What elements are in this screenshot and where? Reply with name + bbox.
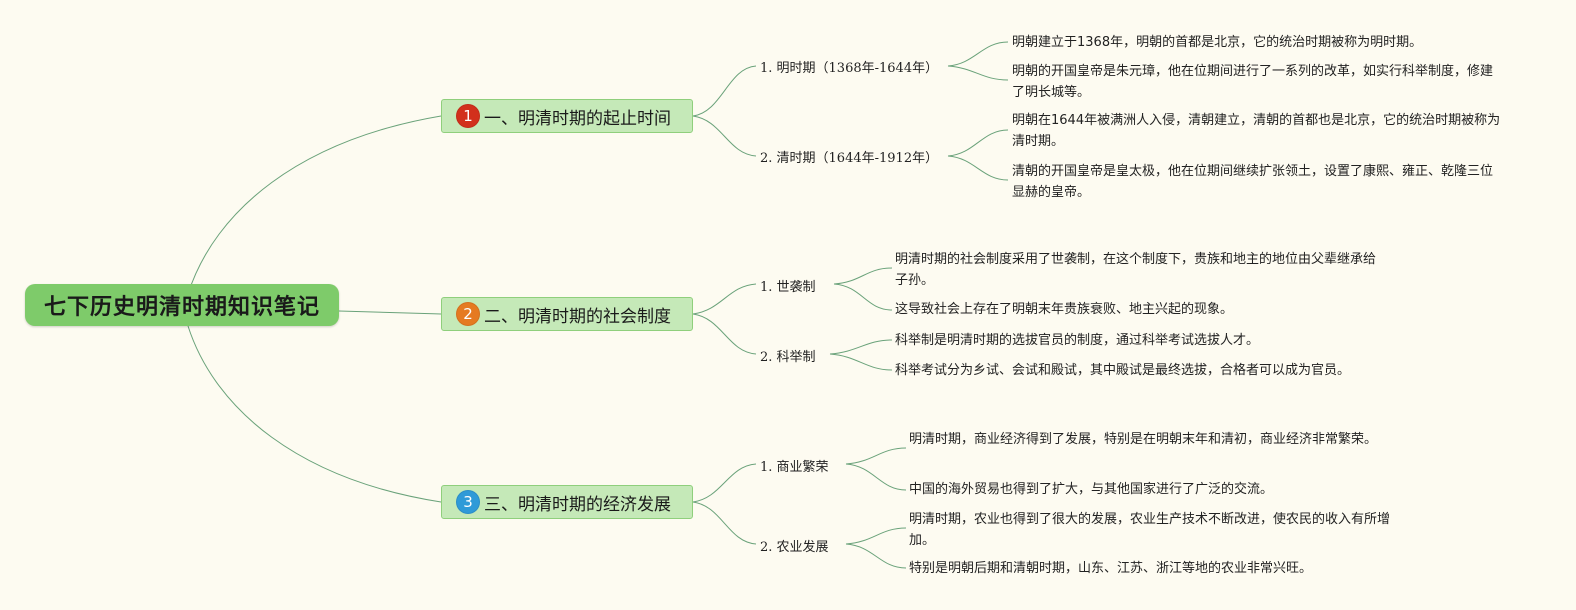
leaf-note[interactable]: 清朝的开国皇帝是皇太极，他在位期间继续扩张领土，设置了康熙、雍正、乾隆三位显赫的… xyxy=(1012,164,1494,200)
topic-economic-development[interactable]: 3 三、明清时期的经济发展 xyxy=(441,485,693,519)
leaf-note[interactable]: 这导致社会上存在了明朝末年贵族衰败、地主兴起的现象。 xyxy=(895,302,1234,317)
leaf-note[interactable]: 科举考试分为乡试、会试和殿试，其中殿试是最终选拔，合格者可以成为官员。 xyxy=(895,363,1351,378)
leaf-note[interactable]: 明清时期，农业也得到了很大的发展，农业生产技术不断改进，使农民的收入有所增加。 xyxy=(909,512,1391,548)
topic-title: 一、明清时期的起止时间 xyxy=(484,108,671,129)
subtopic-commerce[interactable]: 1. 商业繁荣 xyxy=(760,460,829,475)
badge-2: 2 xyxy=(456,302,480,326)
leaf-note[interactable]: 特别是明朝后期和清朝时期，山东、江苏、浙江等地的农业非常兴旺。 xyxy=(909,561,1313,576)
topic-title: 三、明清时期的经济发展 xyxy=(484,494,671,515)
leaf-note[interactable]: 明清时期，商业经济得到了发展，特别是在明朝末年和清初，商业经济非常繁荣。 xyxy=(909,432,1378,447)
leaf-note[interactable]: 科举制是明清时期的选拔官员的制度，通过科举考试选拔人才。 xyxy=(895,333,1260,348)
badge-1: 1 xyxy=(456,104,480,128)
leaf-note[interactable]: 明清时期的社会制度采用了世袭制，在这个制度下，贵族和地主的地位由父辈继承给子孙。 xyxy=(895,252,1377,288)
topic-start-end-time[interactable]: 1 一、明清时期的起止时间 xyxy=(441,99,693,133)
badge-3: 3 xyxy=(456,490,480,514)
topic-title: 二、明清时期的社会制度 xyxy=(484,306,671,327)
subtopic-hereditary-system[interactable]: 1. 世袭制 xyxy=(760,280,816,295)
leaf-note[interactable]: 明朝的开国皇帝是朱元璋，他在位期间进行了一系列的改革，如实行科举制度，修建了明长… xyxy=(1012,64,1494,100)
subtopic-imperial-exam[interactable]: 2. 科举制 xyxy=(760,350,816,365)
leaf-note[interactable]: 中国的海外贸易也得到了扩大，与其他国家进行了广泛的交流。 xyxy=(909,482,1274,497)
root-topic[interactable]: 七下历史明清时期知识笔记 xyxy=(25,284,339,326)
subtopic-qing-period[interactable]: 2. 清时期（1644年-1912年） xyxy=(760,151,939,166)
subtopic-agriculture[interactable]: 2. 农业发展 xyxy=(760,540,829,555)
subtopic-ming-period[interactable]: 1. 明时期（1368年-1644年） xyxy=(760,61,939,76)
topic-social-system[interactable]: 2 二、明清时期的社会制度 xyxy=(441,297,693,331)
leaf-note[interactable]: 明朝建立于1368年，明朝的首都是北京，它的统治时期被称为明时期。 xyxy=(1012,35,1423,50)
leaf-note[interactable]: 明朝在1644年被满洲人入侵，清朝建立，清朝的首都也是北京，它的统治时期被称为清… xyxy=(1012,113,1501,149)
